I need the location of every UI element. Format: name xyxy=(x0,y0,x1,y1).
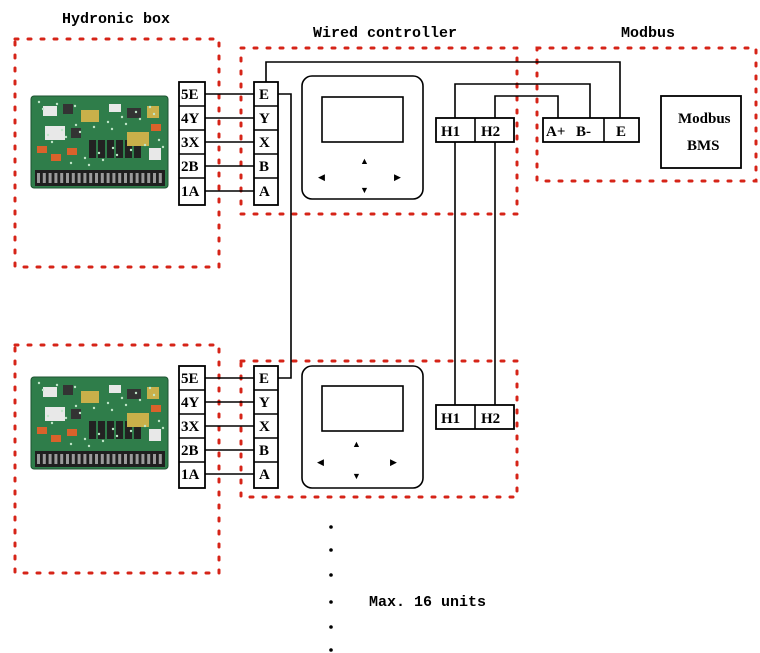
terminal-x: X xyxy=(259,135,270,151)
arrow-down-icon: ▼ xyxy=(352,471,361,481)
terminal-a: A xyxy=(259,184,270,200)
arrow-left-icon: ◀ xyxy=(318,172,325,182)
arrow-left-icon: ◀ xyxy=(317,457,324,467)
bms-label-line2: BMS xyxy=(687,138,720,154)
e-bus-wire xyxy=(265,61,621,379)
modbus-region xyxy=(535,46,758,183)
arrow-up-icon: ▲ xyxy=(360,156,369,166)
wired-controller-panel-1: ▲ ▼ ◀ ▶ xyxy=(301,75,424,200)
hydronic-pcb-board xyxy=(30,376,169,470)
hydronic-pcb-board xyxy=(30,95,169,189)
terminal-1a: 1A xyxy=(181,184,200,200)
h-terminal-block-1: H1 H2 xyxy=(435,117,515,143)
terminal-3x: 3X xyxy=(181,419,200,435)
hydronic-controller-wires xyxy=(205,93,254,475)
terminal-b-minus: B- xyxy=(576,124,591,140)
terminal-1a: 1A xyxy=(181,467,200,483)
arrow-right-icon: ▶ xyxy=(390,457,397,467)
terminal-a-plus: A+ xyxy=(546,124,565,140)
modbus-bms-box: Modbus BMS xyxy=(660,95,742,169)
terminal-h2: H2 xyxy=(481,124,500,140)
max-units-label: Max. 16 units xyxy=(369,594,486,611)
hydronic-box-region-1 xyxy=(13,37,221,269)
terminal-x: X xyxy=(259,419,270,435)
terminal-y: Y xyxy=(259,111,270,127)
wired-controller-region-2 xyxy=(239,359,519,499)
hydronic-terminal-block-1: 5E 4Y 3X 2B 1A xyxy=(178,81,206,206)
terminal-5e: 5E xyxy=(181,87,199,103)
controller-terminal-block-2: E Y X B A xyxy=(253,365,279,489)
terminal-b: B xyxy=(259,443,269,459)
terminal-y: Y xyxy=(259,395,270,411)
modbus-terminal-block: A+ B- E xyxy=(542,117,640,143)
controller-terminal-block-1: E Y X B A xyxy=(253,81,279,206)
arrow-right-icon: ▶ xyxy=(394,172,401,182)
h-terminal-block-2: H1 H2 xyxy=(435,404,515,430)
wired-controller-title: Wired controller xyxy=(313,25,457,42)
terminal-h1: H1 xyxy=(441,124,460,140)
terminal-e: E xyxy=(259,87,269,103)
terminal-a: A xyxy=(259,467,270,483)
bms-label-line1: Modbus xyxy=(678,111,731,127)
terminal-4y: 4Y xyxy=(181,395,200,411)
terminal-4y: 4Y xyxy=(181,111,200,127)
arrow-up-icon: ▲ xyxy=(352,439,361,449)
h-bus-wires xyxy=(454,83,591,405)
hydronic-box-region-2 xyxy=(13,343,221,575)
terminal-5e: 5E xyxy=(181,371,199,387)
terminal-e-modbus: E xyxy=(616,124,626,140)
terminal-h2: H2 xyxy=(481,411,500,427)
terminal-2b: 2B xyxy=(181,443,199,459)
controller-screen xyxy=(321,385,404,432)
modbus-title: Modbus xyxy=(621,25,675,42)
terminal-b: B xyxy=(259,159,269,175)
arrow-down-icon: ▼ xyxy=(360,185,369,195)
hydronic-terminal-block-2: 5E 4Y 3X 2B 1A xyxy=(178,365,206,489)
terminal-e: E xyxy=(259,371,269,387)
hydronic-box-title: Hydronic box xyxy=(62,11,170,28)
terminal-3x: 3X xyxy=(181,135,200,151)
controller-screen xyxy=(321,96,404,143)
terminal-2b: 2B xyxy=(181,159,199,175)
continuation-dots xyxy=(329,525,333,652)
wired-controller-panel-2: ▲ ▼ ◀ ▶ xyxy=(301,365,424,489)
terminal-h1: H1 xyxy=(441,411,460,427)
